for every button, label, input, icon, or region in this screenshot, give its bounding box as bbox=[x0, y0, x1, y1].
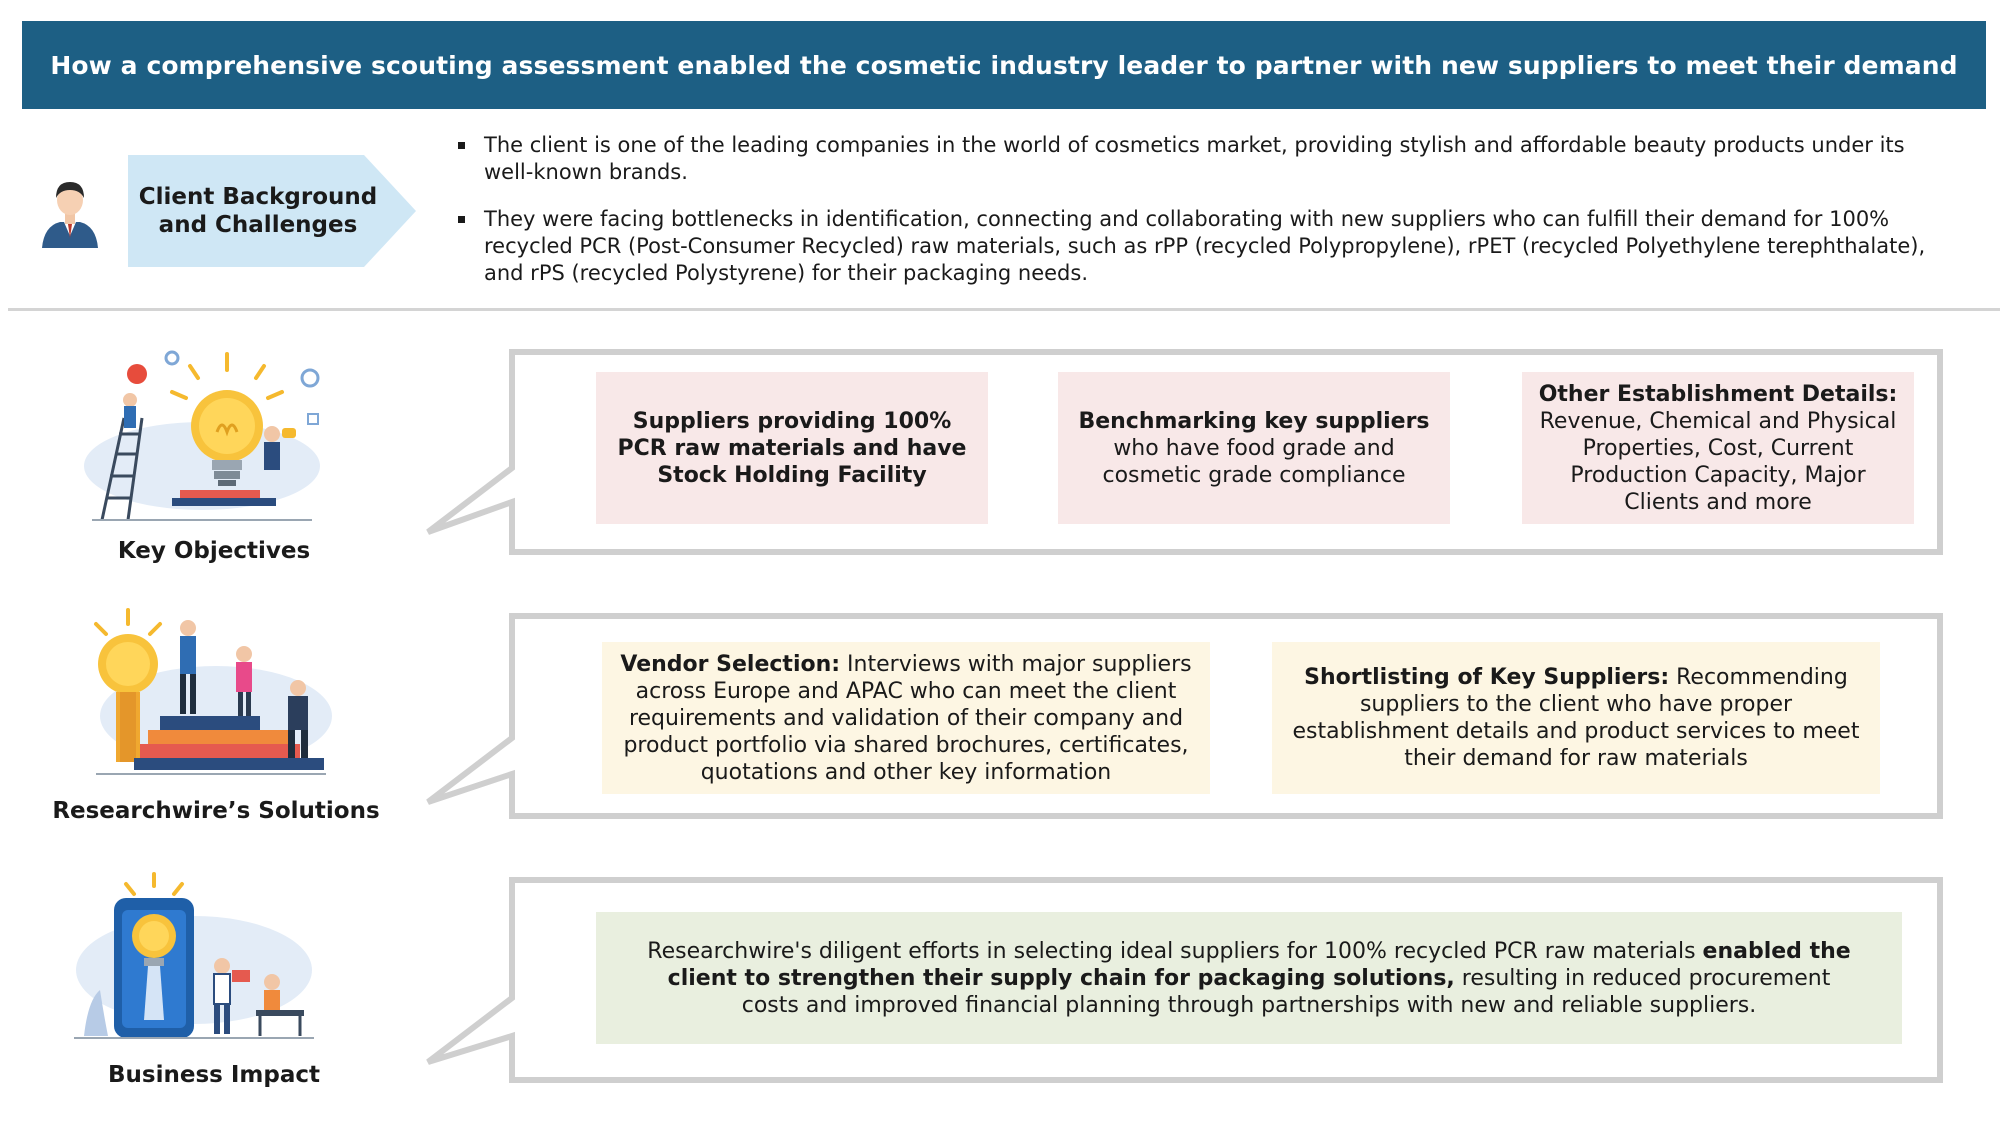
objective-card-text: Revenue, Chemical and Physical Propertie… bbox=[1539, 408, 1897, 515]
impact-text-bold: enabled the client to strengthen their s… bbox=[667, 938, 1851, 991]
client-bullet-list: The client is one of the leading compani… bbox=[458, 132, 1938, 307]
lightbulb-ladder-illustration bbox=[84, 350, 320, 521]
page-title: How a comprehensive scouting assessment … bbox=[22, 21, 1986, 109]
solution-card: Vendor Selection: Interviews with major … bbox=[602, 642, 1210, 794]
impact-text-after: resulting in reduced procurement costs a… bbox=[741, 965, 1831, 1018]
client-bullet: The client is one of the leading compani… bbox=[458, 132, 1938, 186]
phone-lightbulb-team-illustration bbox=[74, 872, 314, 1039]
section-divider bbox=[8, 308, 2000, 311]
client-arrow-shape bbox=[128, 155, 416, 267]
client-bullet: They were facing bottlenecks in identifi… bbox=[458, 206, 1938, 287]
client-person-icon bbox=[42, 182, 98, 248]
objective-card-bold: Other Establishment Details: bbox=[1538, 381, 1898, 407]
solutions-label: Researchwire’s Solutions bbox=[52, 798, 380, 824]
solution-card-bold: Shortlisting of Key Suppliers: bbox=[1304, 665, 1670, 690]
key-objectives-label: Key Objectives bbox=[117, 538, 311, 564]
solution-card-text: Interviews with major suppliers across E… bbox=[623, 651, 1192, 785]
objective-card-text: who have food grade and cosmetic grade c… bbox=[1102, 435, 1406, 488]
impact-card: Researchwire's diligent efforts in selec… bbox=[596, 912, 1902, 1044]
business-impact-label: Business Impact bbox=[108, 1062, 320, 1088]
objective-card-bold: Benchmarking key suppliers bbox=[1078, 408, 1430, 434]
impact-text-before: Researchwire's diligent efforts in selec… bbox=[647, 938, 1703, 964]
objective-card: Suppliers providing 100% PCR raw materia… bbox=[596, 372, 988, 524]
objective-card-bold: Suppliers providing 100% PCR raw materia… bbox=[617, 408, 967, 488]
objective-card: Benchmarking key suppliers who have food… bbox=[1058, 372, 1450, 524]
objective-card: Other Establishment Details: Revenue, Ch… bbox=[1522, 372, 1914, 524]
client-background-label: Client Background and Challenges bbox=[138, 184, 378, 238]
solution-card: Shortlisting of Key Suppliers: Recommend… bbox=[1272, 642, 1880, 794]
solution-card-text: Recommending suppliers to the client who… bbox=[1292, 665, 1860, 771]
solution-card-bold: Vendor Selection: bbox=[620, 651, 841, 677]
lightbulb-books-team-illustration bbox=[94, 608, 332, 775]
